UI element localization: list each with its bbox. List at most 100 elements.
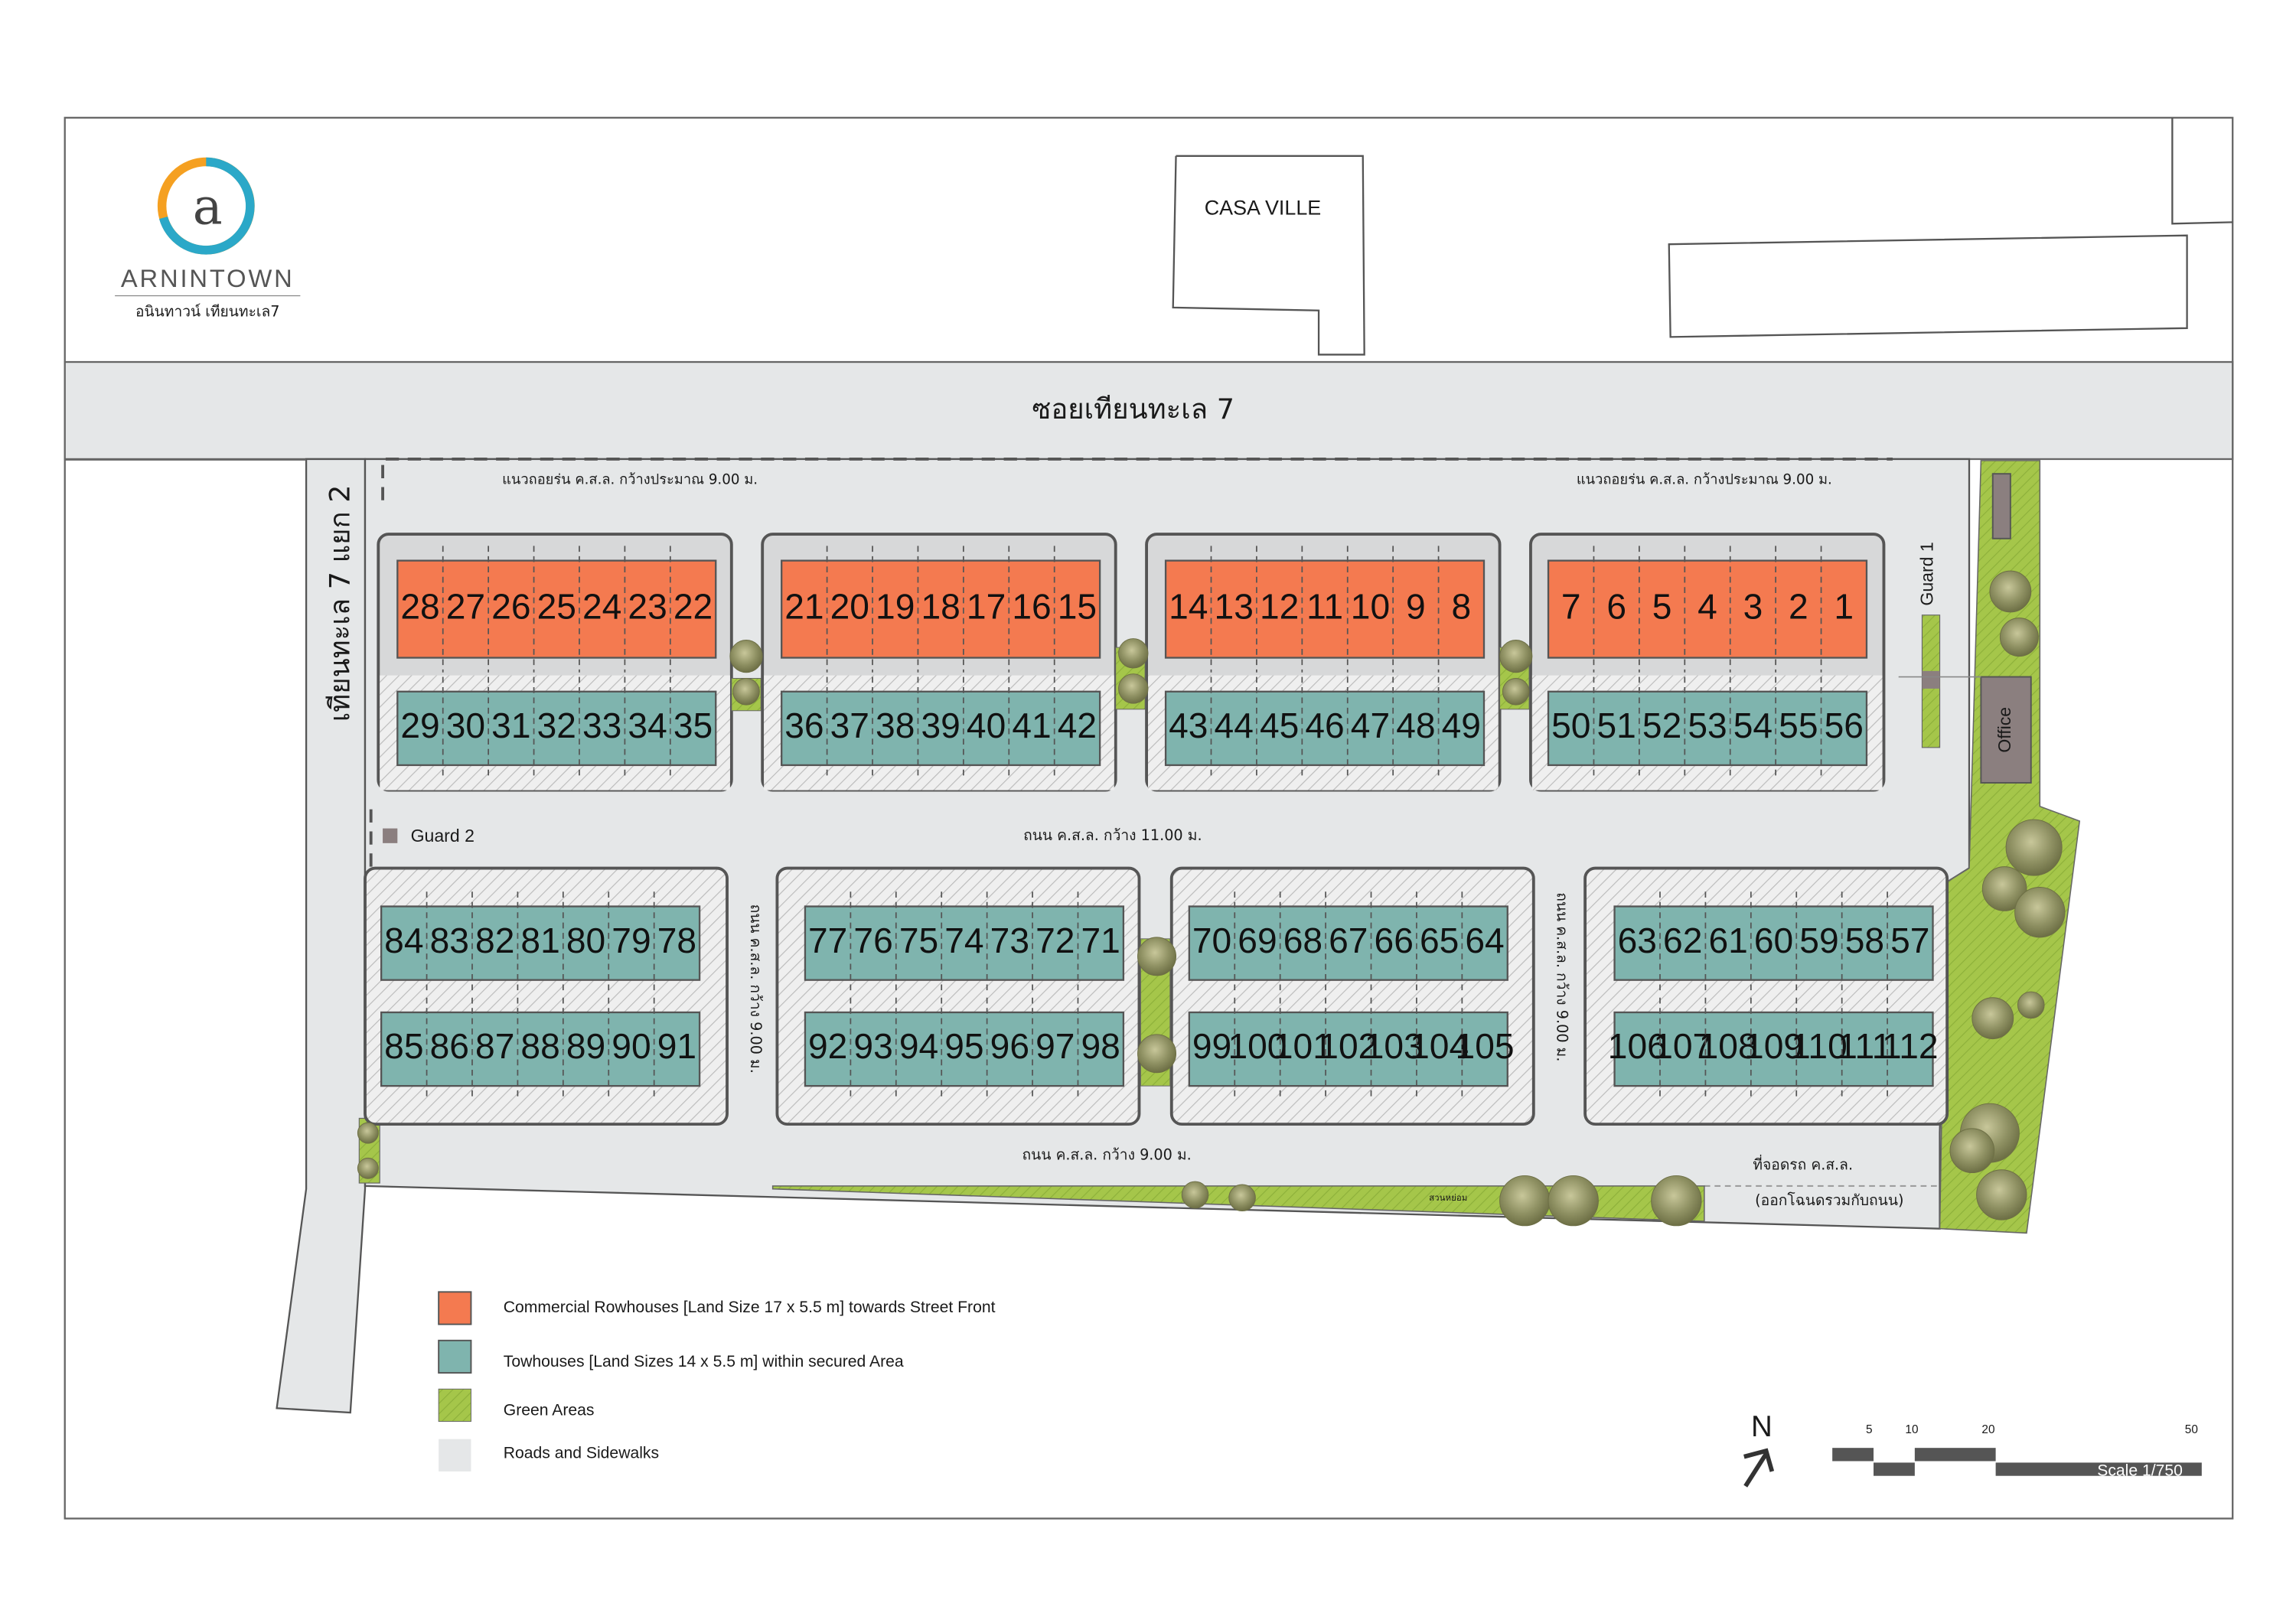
lot-number[interactable]: 64 <box>1465 921 1504 960</box>
lot-number[interactable]: 82 <box>475 921 514 960</box>
lot-number[interactable]: 48 <box>1396 706 1435 745</box>
lot-number[interactable]: 108 <box>1699 1026 1758 1066</box>
lot-number[interactable]: 51 <box>1597 706 1636 745</box>
lot-number[interactable]: 1 <box>1834 586 1854 626</box>
lot-number[interactable]: 76 <box>853 921 892 960</box>
lot-number[interactable]: 29 <box>400 706 439 745</box>
lot-number[interactable]: 34 <box>628 706 667 745</box>
lot-number[interactable]: 87 <box>475 1026 514 1066</box>
lot-number[interactable]: 35 <box>673 706 713 745</box>
lot-number[interactable]: 86 <box>430 1026 469 1066</box>
lot-number[interactable]: 104 <box>1410 1026 1469 1066</box>
lot-number[interactable]: 101 <box>1274 1026 1332 1066</box>
lot-number[interactable]: 16 <box>1012 586 1051 626</box>
lot-number[interactable]: 71 <box>1081 921 1120 960</box>
lot-number[interactable]: 68 <box>1283 921 1322 960</box>
lot-number[interactable]: 74 <box>944 921 983 960</box>
lot-number[interactable]: 3 <box>1743 586 1763 626</box>
lot-number[interactable]: 56 <box>1825 706 1864 745</box>
lot-number[interactable]: 70 <box>1192 921 1231 960</box>
lot-number[interactable]: 28 <box>400 586 439 626</box>
lot-number[interactable]: 52 <box>1642 706 1681 745</box>
lot-number[interactable]: 15 <box>1058 586 1097 626</box>
lot-number[interactable]: 40 <box>967 706 1006 745</box>
lot-number[interactable]: 7 <box>1561 586 1581 626</box>
lot-number[interactable]: 57 <box>1890 921 1929 960</box>
lot-number[interactable]: 23 <box>628 586 667 626</box>
lot-number[interactable]: 94 <box>899 1026 938 1066</box>
lot-number[interactable]: 80 <box>566 921 605 960</box>
lot-number[interactable]: 36 <box>784 706 823 745</box>
lot-number[interactable]: 72 <box>1035 921 1075 960</box>
lot-number[interactable]: 5 <box>1652 586 1672 626</box>
lot-number[interactable]: 58 <box>1845 921 1884 960</box>
lot-number[interactable]: 99 <box>1192 1026 1231 1066</box>
lot-number[interactable]: 44 <box>1215 706 1254 745</box>
lot-number[interactable]: 63 <box>1618 921 1657 960</box>
lot-number[interactable]: 31 <box>491 706 530 745</box>
lot-number[interactable]: 38 <box>876 706 915 745</box>
lot-number[interactable]: 42 <box>1058 706 1097 745</box>
lot-number[interactable]: 90 <box>612 1026 651 1066</box>
lot-number[interactable]: 93 <box>853 1026 892 1066</box>
lot-number[interactable]: 20 <box>830 586 869 626</box>
lot-number[interactable]: 109 <box>1744 1026 1803 1066</box>
lot-number[interactable]: 46 <box>1305 706 1344 745</box>
lot-number[interactable]: 39 <box>921 706 960 745</box>
lot-number[interactable]: 9 <box>1406 586 1426 626</box>
lot-number[interactable]: 89 <box>566 1026 605 1066</box>
lot-number[interactable]: 54 <box>1733 706 1773 745</box>
lot-number[interactable]: 19 <box>876 586 915 626</box>
lot-number[interactable]: 81 <box>520 921 559 960</box>
lot-number[interactable]: 27 <box>446 586 485 626</box>
lot-number[interactable]: 62 <box>1663 921 1702 960</box>
lot-number[interactable]: 83 <box>430 921 469 960</box>
lot-number[interactable]: 79 <box>612 921 651 960</box>
lot-number[interactable]: 111 <box>1838 1026 1891 1066</box>
lot-number[interactable]: 17 <box>967 586 1006 626</box>
lot-number[interactable]: 50 <box>1551 706 1590 745</box>
lot-number[interactable]: 67 <box>1329 921 1368 960</box>
lot-number[interactable]: 22 <box>673 586 713 626</box>
lot-number[interactable]: 25 <box>537 586 576 626</box>
lot-number[interactable]: 77 <box>808 921 847 960</box>
lot-number[interactable]: 61 <box>1708 921 1747 960</box>
lot-number[interactable]: 47 <box>1351 706 1390 745</box>
lot-number[interactable]: 33 <box>582 706 621 745</box>
lot-number[interactable]: 14 <box>1169 586 1208 626</box>
lot-number[interactable]: 45 <box>1260 706 1299 745</box>
lot-number[interactable]: 24 <box>582 586 621 626</box>
lot-number[interactable]: 10 <box>1351 586 1390 626</box>
lot-number[interactable]: 59 <box>1799 921 1838 960</box>
lot-number[interactable]: 102 <box>1319 1026 1378 1066</box>
lot-number[interactable]: 98 <box>1081 1026 1120 1066</box>
lot-number[interactable]: 75 <box>899 921 938 960</box>
lot-number[interactable]: 43 <box>1169 706 1208 745</box>
lot-number[interactable]: 97 <box>1035 1026 1075 1066</box>
lot-number[interactable]: 60 <box>1754 921 1793 960</box>
lot-number[interactable]: 95 <box>944 1026 983 1066</box>
lot-number[interactable]: 88 <box>520 1026 559 1066</box>
lot-number[interactable]: 41 <box>1012 706 1051 745</box>
lot-number[interactable]: 100 <box>1228 1026 1287 1066</box>
lot-number[interactable]: 13 <box>1215 586 1254 626</box>
lot-number[interactable]: 21 <box>784 586 823 626</box>
lot-number[interactable]: 69 <box>1238 921 1277 960</box>
lot-number[interactable]: 91 <box>657 1026 696 1066</box>
lot-number[interactable]: 12 <box>1260 586 1299 626</box>
lot-number[interactable]: 66 <box>1375 921 1414 960</box>
lot-number[interactable]: 92 <box>808 1026 847 1066</box>
lot-number[interactable]: 105 <box>1456 1026 1515 1066</box>
lot-number[interactable]: 8 <box>1451 586 1471 626</box>
lot-number[interactable]: 4 <box>1698 586 1717 626</box>
lot-number[interactable]: 55 <box>1779 706 1818 745</box>
lot-number[interactable]: 85 <box>384 1026 423 1066</box>
lot-number[interactable]: 110 <box>1791 1026 1848 1066</box>
lot-number[interactable]: 103 <box>1365 1026 1424 1066</box>
lot-number[interactable]: 84 <box>384 921 423 960</box>
lot-number[interactable]: 32 <box>537 706 576 745</box>
lot-number[interactable]: 2 <box>1789 586 1808 626</box>
lot-number[interactable]: 73 <box>990 921 1029 960</box>
lot-number[interactable]: 6 <box>1606 586 1626 626</box>
lot-number[interactable]: 65 <box>1420 921 1459 960</box>
